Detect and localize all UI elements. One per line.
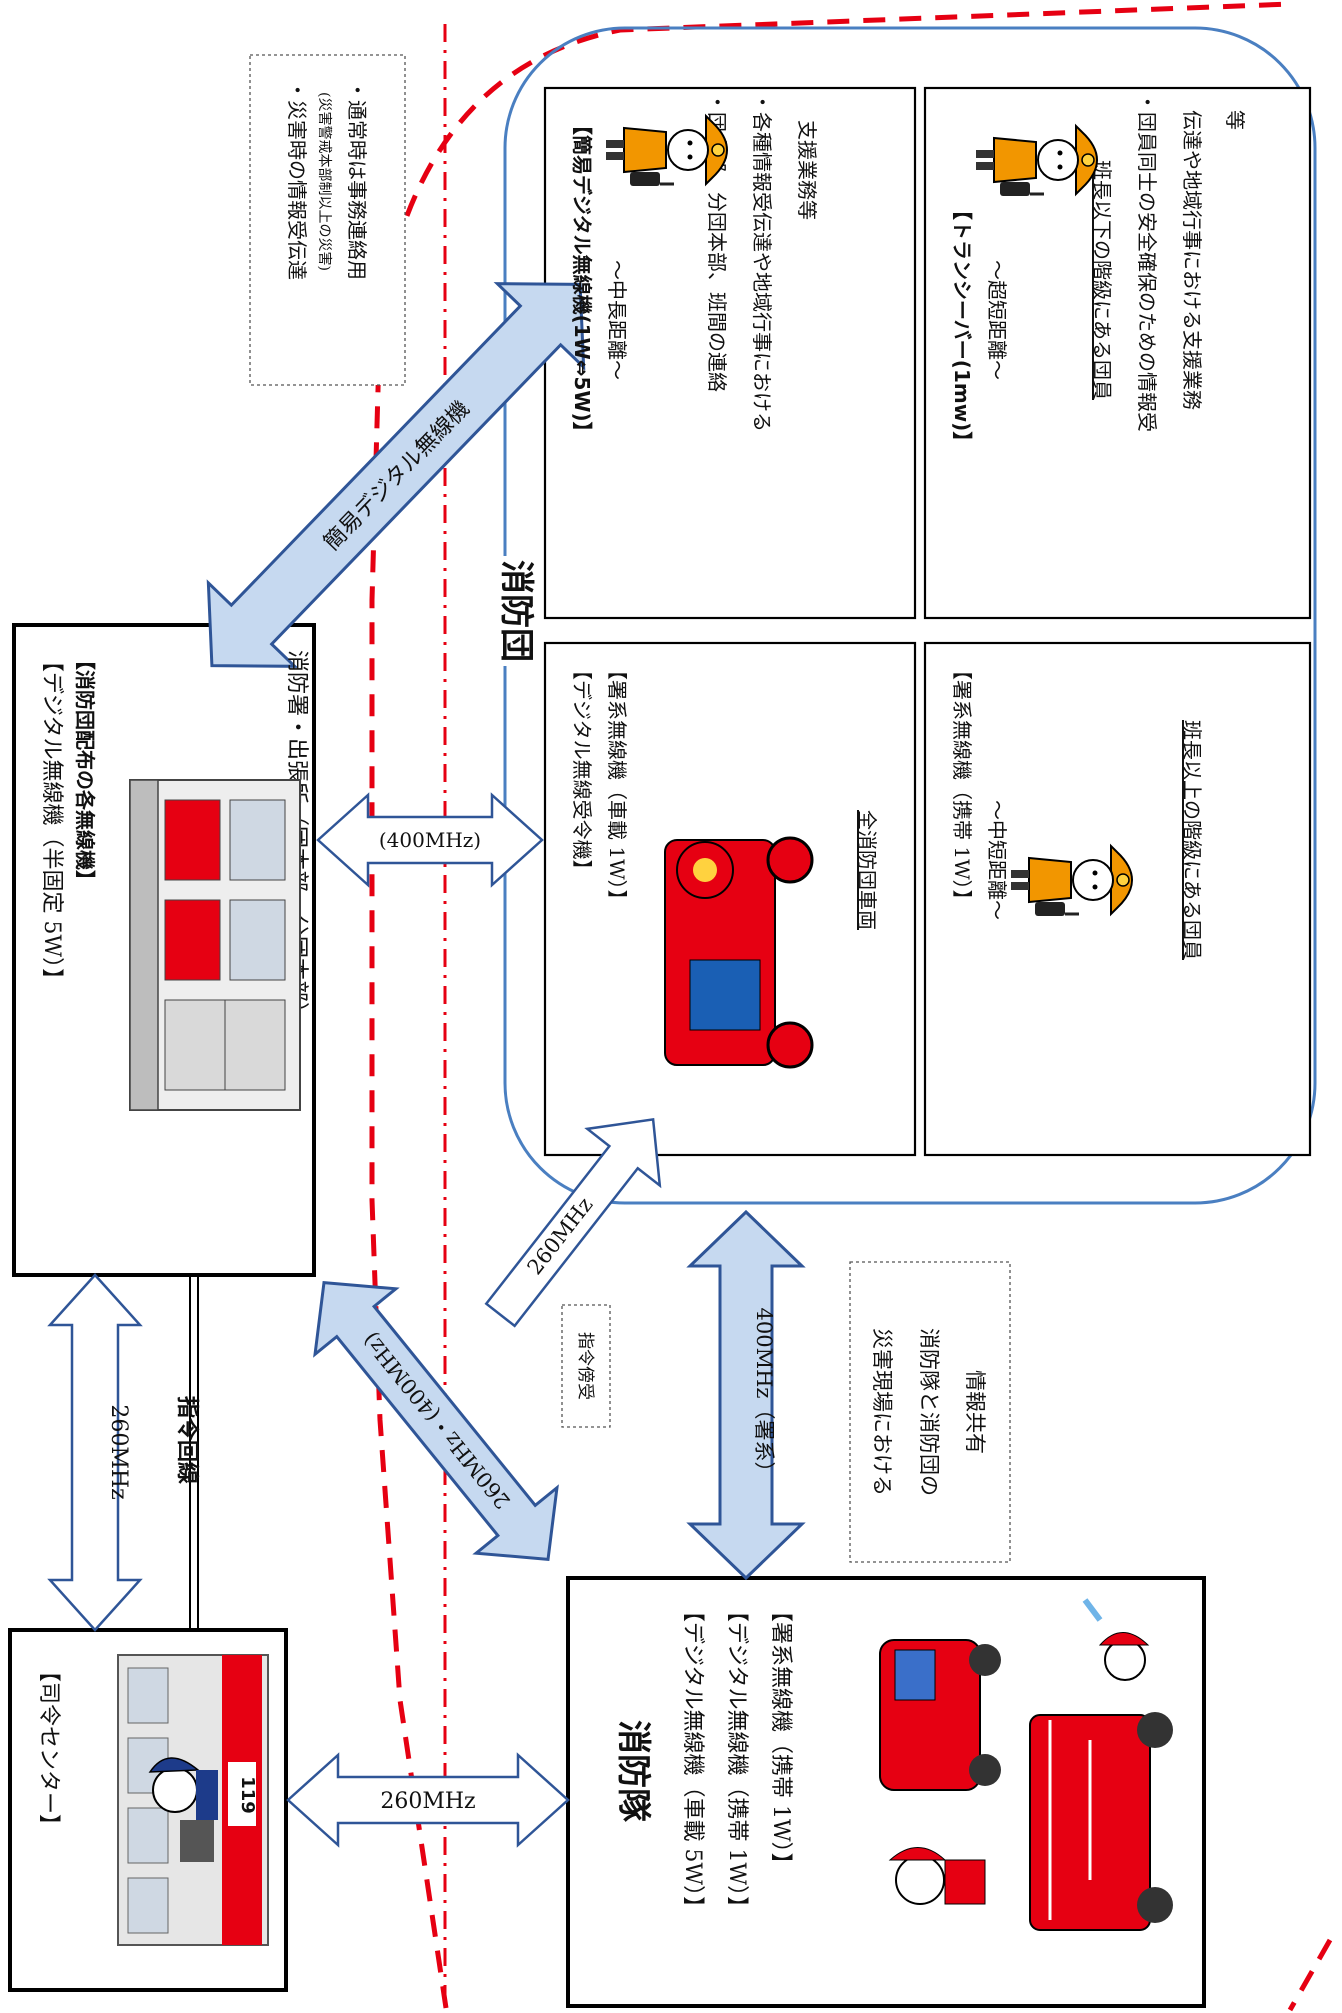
simple-radio-line1: 【簡易デジタル無線機(1W⇔5W)】 xyxy=(570,115,594,442)
simple-radio-line2: ～中長距離～ xyxy=(605,260,629,380)
firefighter-hose-icon xyxy=(1082,1598,1150,1681)
fire-team-title: 消防隊 xyxy=(613,1720,653,1822)
fire-chief-icon xyxy=(888,1847,986,1905)
command-center-illustration: 119 xyxy=(117,1654,269,1946)
svg-text:119: 119 xyxy=(237,1776,258,1814)
arrow-team-corps-400 xyxy=(686,1209,806,1581)
disaster-note-box xyxy=(249,54,406,386)
portable-box-line1: 【署系無線機（携帯 1W）】 xyxy=(950,660,974,910)
corps-transceiver-box xyxy=(923,86,1312,620)
station-line1: 【デジタル無線機（半固定 5W）】 xyxy=(39,650,64,990)
disaster-note-line1: ・災害時の情報受伝達 xyxy=(285,80,309,280)
arrow-station-team xyxy=(313,1281,559,1561)
vehicle-box-line2: 【署系無線機（車載 1W）】 xyxy=(605,660,629,910)
arrow-corps-vehicle xyxy=(484,1117,662,1328)
sharing-note-line1: 災害現場における xyxy=(870,1328,894,1496)
transceiver-target: 班長以下の階級にある団員 xyxy=(1090,160,1114,400)
arrow-station-corps xyxy=(316,792,544,888)
fire-team-line2: 【デジタル無線機（携帯 1W）】 xyxy=(724,1600,749,1918)
arrow-simple-digital-label: 簡易デジタル無線機 xyxy=(319,396,474,555)
arrow-station-corps-label: (400MHz) xyxy=(379,828,481,852)
portable-box-line2: ～中短距離～ xyxy=(985,800,1009,920)
sharing-note-line3: 情報共有 xyxy=(963,1370,987,1454)
transceiver-bullet1: ・団員同士の安全確保のための情報受 xyxy=(1135,92,1159,432)
simple-radio-bullet3: 支援業務等 xyxy=(795,120,819,220)
sharing-note-box xyxy=(849,1261,1011,1563)
transceiver-line1: 【トランシーバー(1mw)】 xyxy=(950,200,974,451)
simple-radio-bullet2: ・各種情報受伝達や地域行事における xyxy=(750,92,774,432)
disaster-note-line3: ・通常時は事務連絡用 xyxy=(345,80,369,280)
arrow-cmd-station xyxy=(47,1273,143,1632)
fire-vehicle-icon xyxy=(664,836,814,1069)
command-center-title: 【司令センター】 xyxy=(36,1660,61,1836)
monitor-note-box xyxy=(561,1304,611,1428)
transceiver-bullet2: 伝達や地域行事における支援業務 xyxy=(1180,110,1204,410)
transceiver-line2: ～超短距離～ xyxy=(985,260,1009,380)
monitor-note: 指令傍受 xyxy=(575,1332,595,1400)
fire-team-line1: 【デジタル無線機（車載 5W）】 xyxy=(680,1600,705,1918)
command-vehicle-icon xyxy=(879,1639,1001,1791)
corps-portable-box xyxy=(923,641,1312,1157)
arrow-team-corps-400-label: 400MHz（署系） xyxy=(752,1308,776,1483)
vehicle-box-target: 全消防団車両 xyxy=(855,810,879,930)
station-line2: 【消防団配布の各無線機】 xyxy=(73,650,97,890)
transceiver-bullet3: 等 xyxy=(1223,110,1247,130)
fire-engine-icon xyxy=(1029,1712,1173,1931)
sharing-note-line2: 消防隊と消防団の xyxy=(917,1328,941,1496)
fire-corps-title: 消防団 xyxy=(496,560,536,662)
fire-corps-area-boundary-right xyxy=(1287,1938,1333,2012)
arrow-cmd-station-label: 260MHz xyxy=(106,1404,131,1499)
arrow-cmd-team-label: 260MHz xyxy=(380,1789,475,1814)
vehicle-box-line1: 【デジタル無線受令機】 xyxy=(570,660,594,880)
portable-box-target: 班長以上の階級にある団員 xyxy=(1180,720,1204,960)
command-line-label: 指令回線 xyxy=(174,1396,200,1484)
fire-station-building xyxy=(129,779,301,1111)
fire-team-line3: 【署系無線機（携帯 1W）】 xyxy=(768,1600,793,1875)
corps-simple-radio-box xyxy=(543,86,917,620)
arrow-cmd-team xyxy=(286,1752,570,1848)
disaster-note-line2: (災害警戒本部制以上の災害) xyxy=(316,92,332,271)
arrow-simple-digital xyxy=(206,282,586,668)
